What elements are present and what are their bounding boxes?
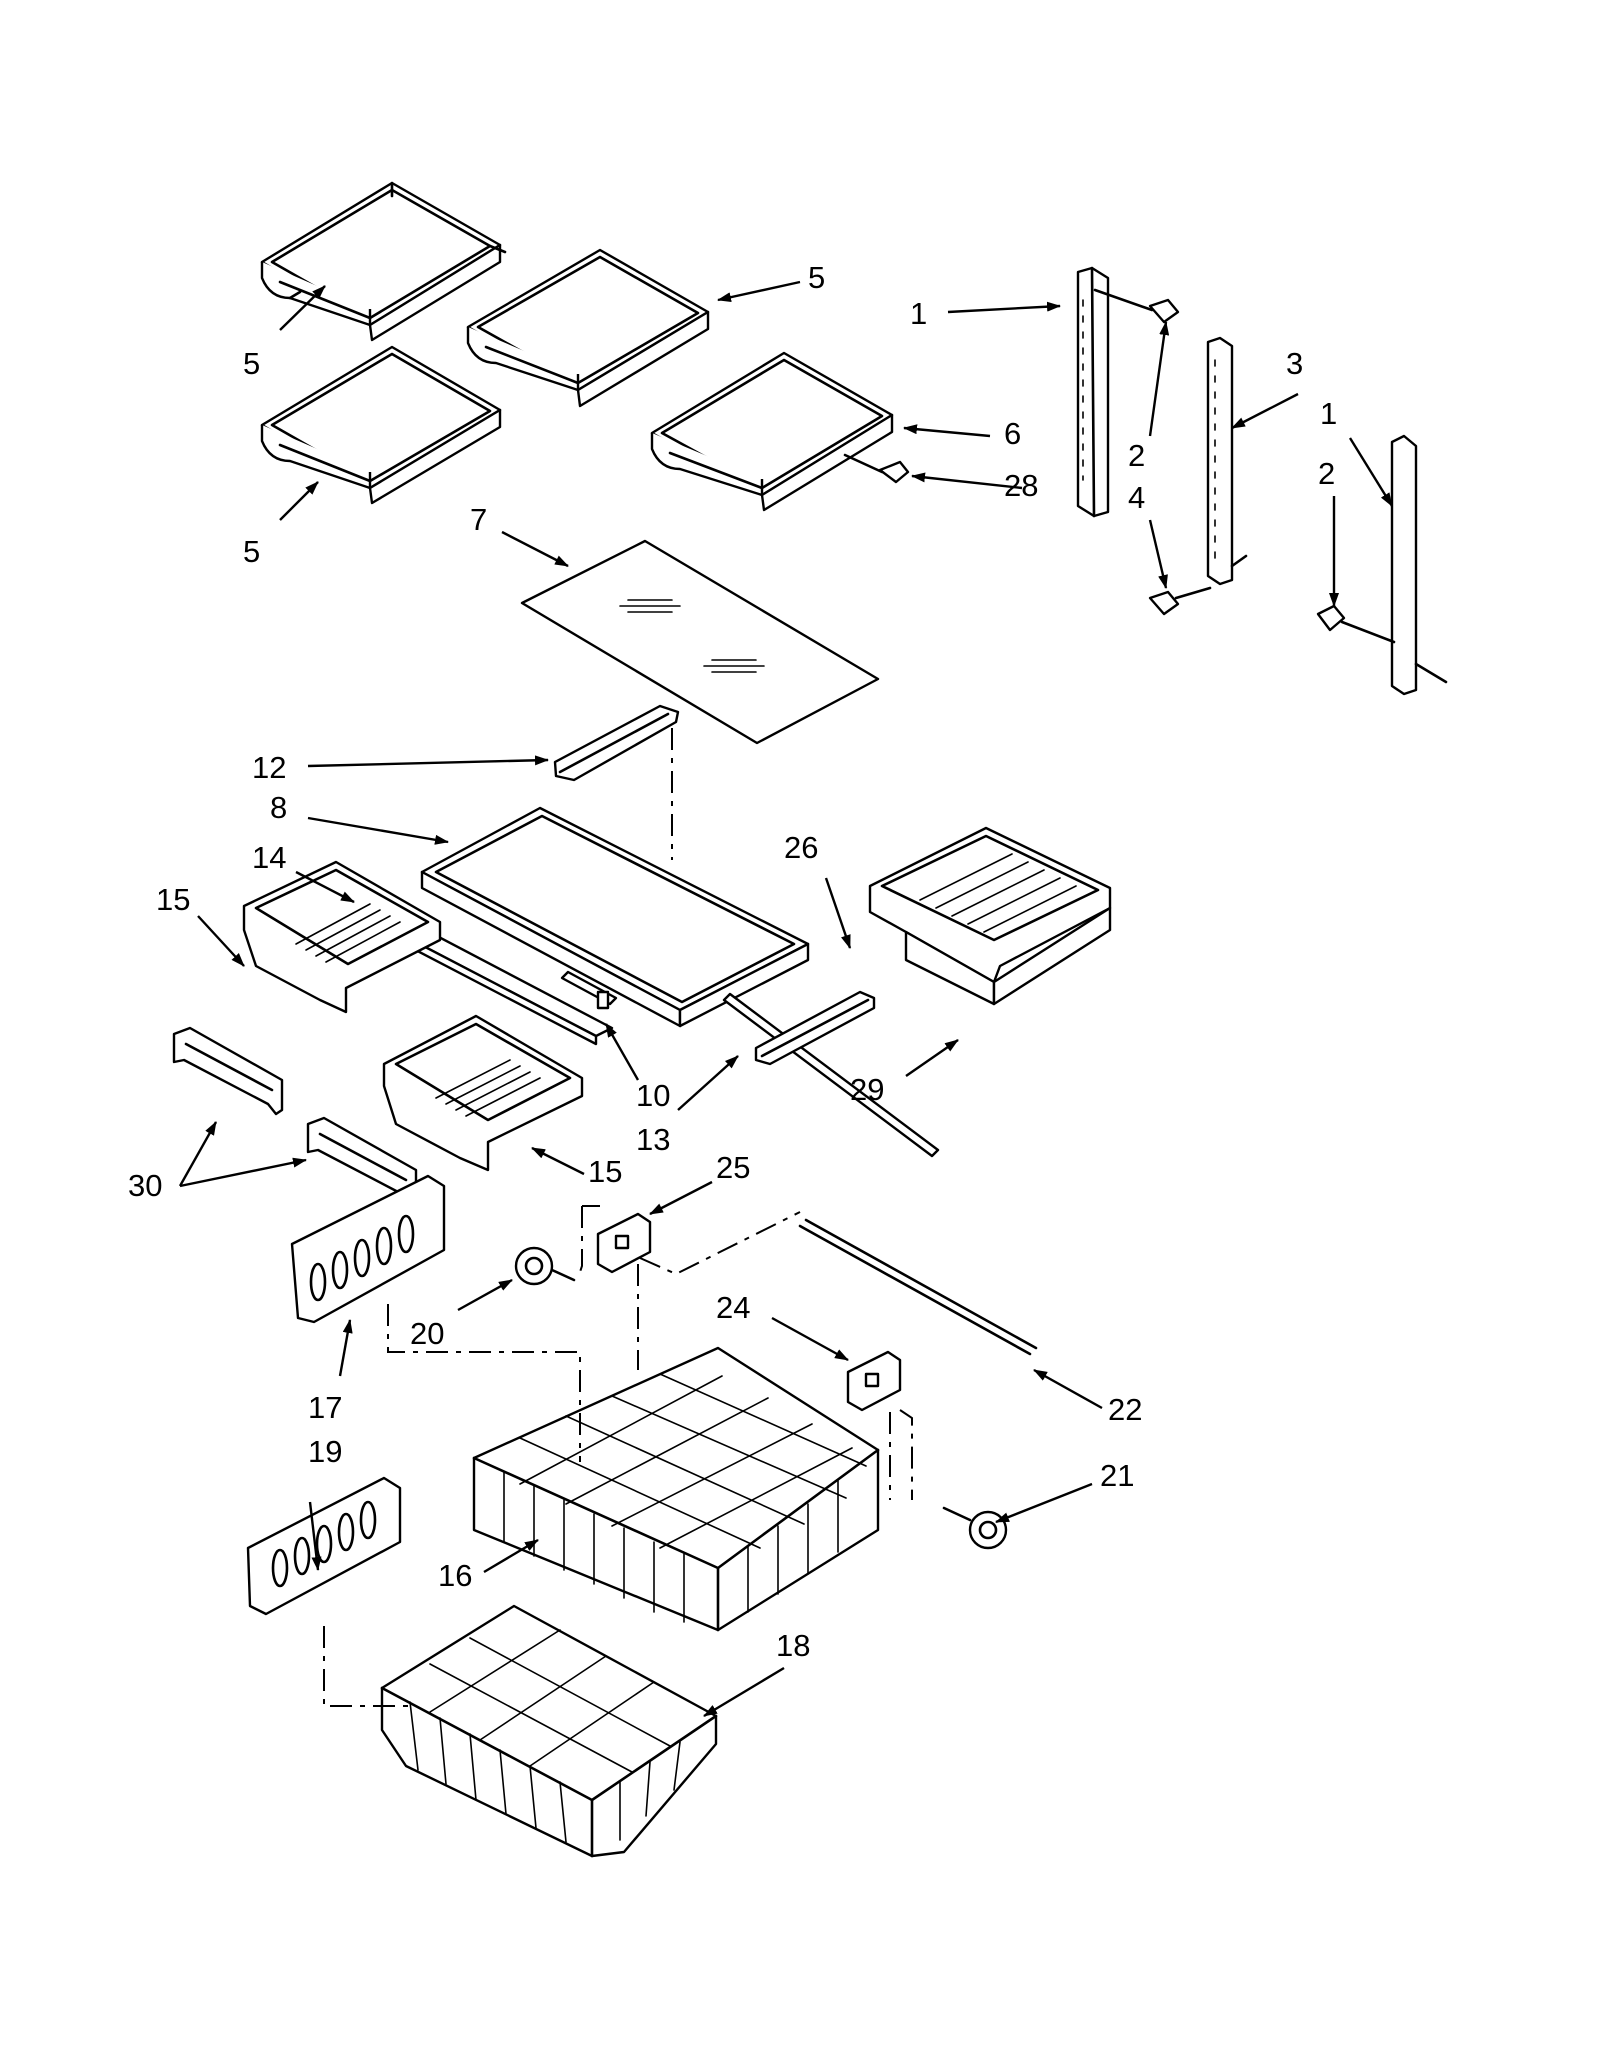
rail-26	[754, 990, 876, 1066]
shelf-bottom-left	[260, 345, 502, 505]
callout-21: 21	[1100, 1458, 1134, 1493]
shelf-rail-center	[1206, 336, 1248, 586]
shelf-rail-right	[1390, 434, 1448, 696]
callout-5-upper-right: 5	[808, 260, 825, 295]
crisper-bin-right	[382, 1014, 584, 1172]
callout-8: 8	[270, 790, 287, 825]
callout-arrows	[178, 280, 1394, 1718]
gear-20	[514, 1246, 576, 1286]
callout-29: 29	[850, 1072, 884, 1107]
screw-2-upper	[1093, 288, 1180, 324]
callout-4: 4	[1128, 480, 1145, 515]
screw-2-lower	[1316, 604, 1396, 644]
callout-19: 19	[308, 1434, 342, 1469]
screw-4	[1148, 586, 1212, 616]
callout-labels: 5 5 5 6 28 1 2 4 3 1 2 7 12 8 14 15 26 2…	[128, 260, 1337, 1663]
callout-15-upper: 15	[156, 882, 190, 917]
callout-28: 28	[1004, 468, 1038, 503]
shelf-bottom-right	[650, 351, 894, 512]
callout-18: 18	[776, 1628, 810, 1663]
bracket-24	[846, 1350, 902, 1412]
callout-7: 7	[470, 502, 487, 537]
callout-17: 17	[308, 1390, 342, 1425]
callout-2-upper: 2	[1128, 438, 1145, 473]
wire-basket-16	[472, 1346, 880, 1632]
callout-5-upper-left: 5	[243, 346, 260, 381]
drawer-end-cap-19	[246, 1476, 402, 1616]
callout-6: 6	[1004, 416, 1021, 451]
callout-16: 16	[438, 1558, 472, 1593]
callout-1-right: 1	[1320, 396, 1337, 431]
callout-14: 14	[252, 840, 286, 875]
callout-12: 12	[252, 750, 286, 785]
handle-30-left	[172, 1026, 284, 1116]
callout-2-lower: 2	[1318, 456, 1335, 491]
wire-basket-18	[380, 1604, 718, 1858]
callout-10: 10	[636, 1078, 670, 1113]
callout-20: 20	[410, 1316, 444, 1351]
glass-shelf	[520, 539, 880, 745]
drawer-end-cap-17	[290, 1174, 446, 1324]
callout-5-lower-left: 5	[243, 534, 260, 569]
bracket-25	[596, 1212, 652, 1274]
crisper-bin-left	[242, 860, 442, 1014]
callout-1-left: 1	[910, 296, 927, 331]
callout-26: 26	[784, 830, 818, 865]
deli-drawer	[868, 826, 1112, 1006]
shelf-top-left	[260, 181, 507, 342]
callout-24: 24	[716, 1290, 750, 1325]
callout-25: 25	[716, 1150, 750, 1185]
slide-bracket-12	[553, 704, 680, 782]
shelf-top-right	[466, 248, 710, 408]
gear-21	[942, 1506, 1008, 1550]
assembly-lines	[323, 1205, 913, 1707]
shelf-rail-left	[1076, 266, 1110, 518]
callout-30: 30	[128, 1168, 162, 1203]
crisper-cover-frame	[420, 806, 810, 1028]
callout-22: 22	[1108, 1392, 1142, 1427]
callout-3: 3	[1286, 346, 1303, 381]
rod-22	[798, 1218, 1038, 1356]
screw-28	[843, 453, 910, 484]
rod-13	[722, 992, 940, 1158]
bracket-10	[560, 970, 618, 1010]
callout-13: 13	[636, 1122, 670, 1157]
callout-15-lower: 15	[588, 1154, 622, 1189]
